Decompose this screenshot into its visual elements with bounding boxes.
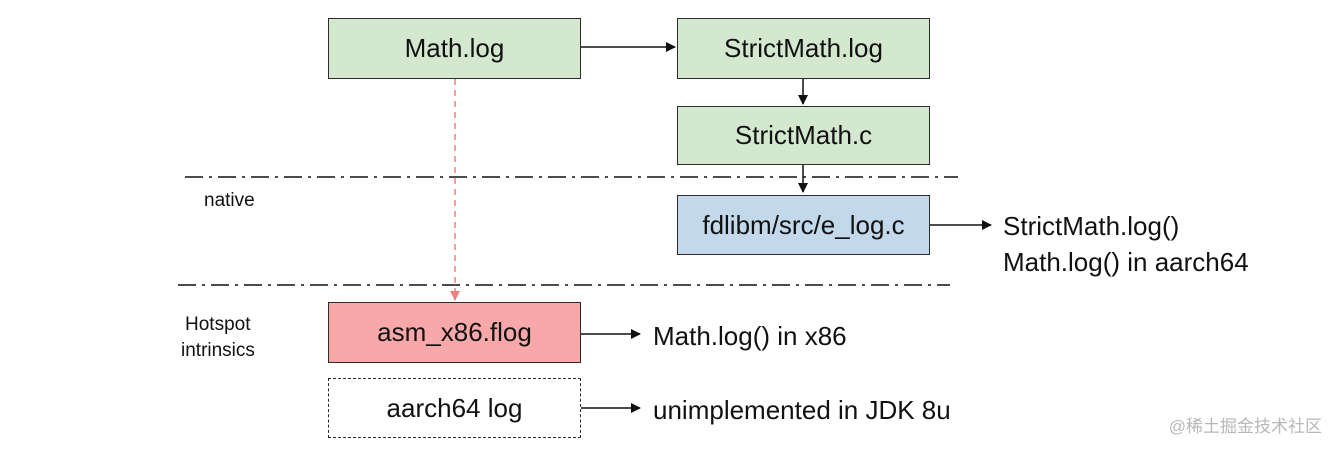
math-log-label: Math.log [404, 33, 505, 63]
fdlibm-box: fdlibm/src/e_log.c [677, 195, 930, 255]
watermark: @稀土掘金技术社区 [1168, 417, 1322, 436]
strictmath-c-box: StrictMath.c [677, 106, 930, 165]
strictmath-c-label: StrictMath.c [734, 120, 873, 150]
aarch64-label: aarch64 log [386, 392, 523, 423]
asm-x86-label: asm_x86.flog [377, 317, 532, 347]
aarch64-output: unimplemented in JDK 8u [653, 395, 951, 425]
native-zone-label: native [204, 190, 255, 211]
strictmath-log-box: StrictMath.log [677, 18, 930, 79]
math-log-box: Math.log [328, 18, 581, 79]
fdlibm-output-line1: StrictMath.log() [1003, 211, 1180, 241]
fdlibm-label: fdlibm/src/e_log.c [702, 209, 905, 240]
x86-output: Math.log() in x86 [653, 321, 847, 351]
fdlibm-output-line2: Math.log() in aarch64 [1003, 247, 1249, 277]
strictmath-log-label: StrictMath.log [724, 33, 883, 63]
hotspot-zone-label-line1: Hotspot [185, 314, 251, 335]
asm-x86-box: asm_x86.flog [328, 302, 581, 363]
aarch64-box: aarch64 log [328, 378, 581, 438]
hotspot-zone-label-line2: intrinsics [181, 340, 255, 361]
